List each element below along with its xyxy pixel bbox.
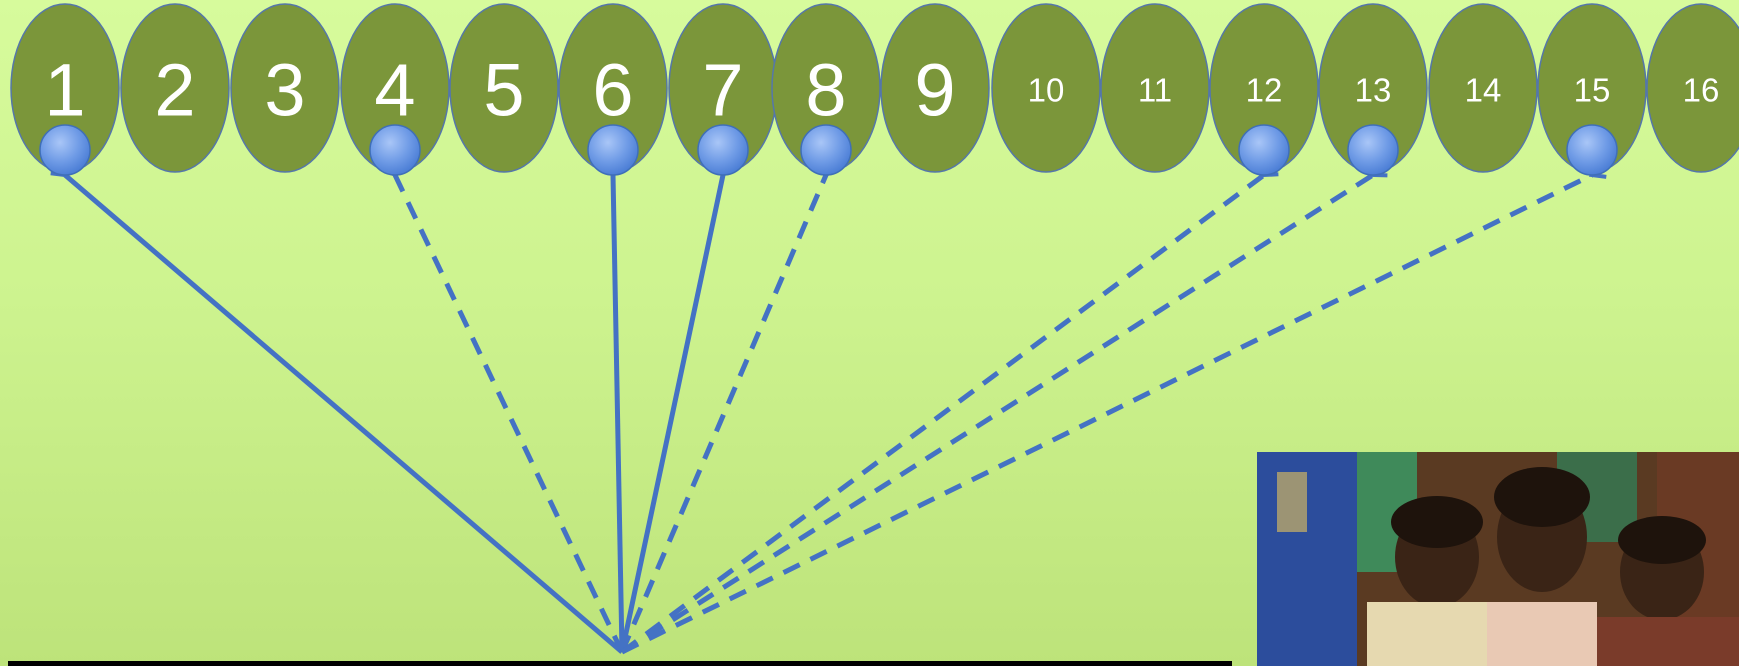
arrow-to-12	[622, 175, 1264, 652]
oval-label-16: 16	[1683, 72, 1720, 109]
token-circle-12	[1239, 125, 1289, 175]
token-circle-1	[40, 125, 90, 175]
arrow-to-7	[622, 175, 723, 652]
oval-label-5: 5	[483, 49, 524, 132]
oval-label-14: 14	[1465, 72, 1502, 109]
token-circle-8	[801, 125, 851, 175]
oval-label-8: 8	[805, 49, 846, 132]
oval-label-10: 10	[1028, 72, 1065, 109]
arrow-to-1	[65, 175, 622, 652]
oval-label-12: 12	[1246, 72, 1283, 109]
token-circle-6	[588, 125, 638, 175]
children-reading-photo	[1257, 452, 1739, 666]
arrow-to-4	[395, 175, 622, 652]
arrow-to-8	[622, 175, 826, 652]
oval-label-1: 1	[44, 49, 85, 132]
oval-label-7: 7	[702, 49, 743, 132]
token-circle-7	[698, 125, 748, 175]
oval-label-13: 13	[1355, 72, 1392, 109]
oval-label-3: 3	[264, 49, 305, 132]
oval-label-2: 2	[154, 49, 195, 132]
arrow-to-6	[613, 175, 622, 652]
token-circle-13	[1348, 125, 1398, 175]
oval-label-6: 6	[592, 49, 633, 132]
oval-label-15: 15	[1574, 72, 1611, 109]
token-circle-15	[1567, 125, 1617, 175]
oval-label-4: 4	[374, 49, 415, 132]
oval-label-9: 9	[914, 49, 955, 132]
token-circle-4	[370, 125, 420, 175]
oval-label-11: 11	[1138, 72, 1172, 109]
